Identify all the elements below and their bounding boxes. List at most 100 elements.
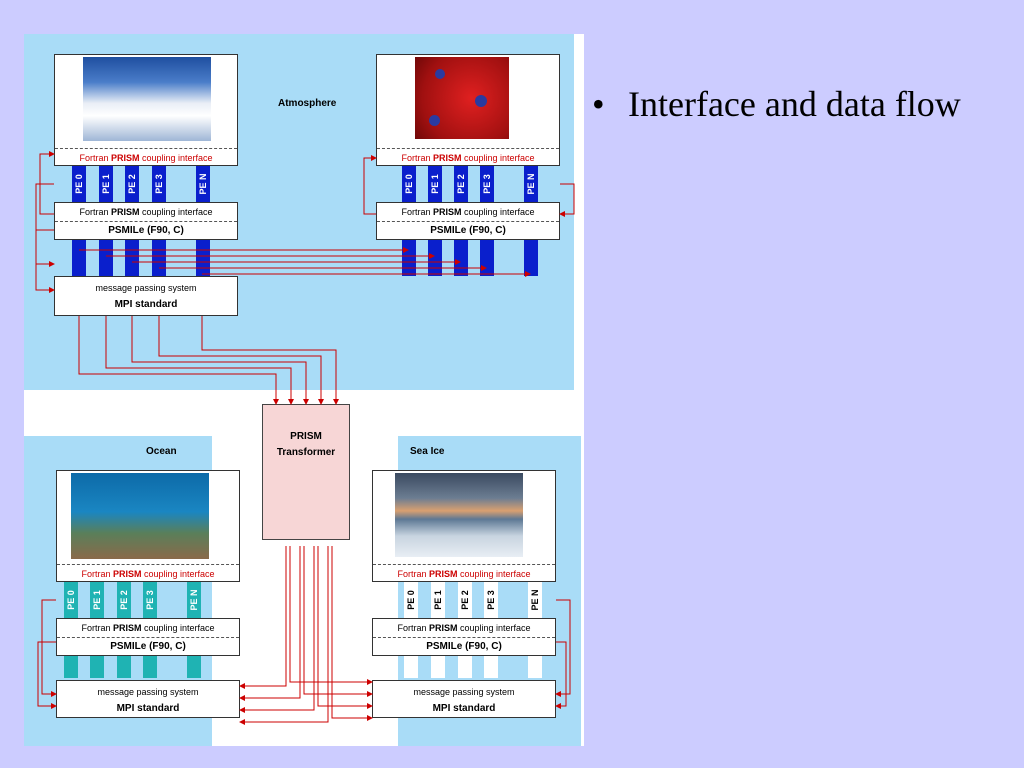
pe-column: PE 0	[404, 582, 418, 618]
atmosphere-model-left: Fortran PRISM coupling interface	[54, 54, 238, 166]
pe-column-lower	[528, 656, 542, 678]
sea-ice-image	[395, 473, 523, 557]
flow-arrow	[239, 546, 301, 701]
cloud-image	[83, 57, 211, 141]
ocean-model: Fortran PRISM coupling interface	[56, 470, 240, 582]
pe-column-lower	[454, 240, 468, 276]
coupling-interface: Fortran PRISM coupling interface	[397, 623, 531, 633]
atmosphere-title: Atmosphere	[278, 98, 337, 109]
pe-column-lower	[125, 240, 139, 276]
psmile-label: PSMILe (F90, C)	[377, 221, 559, 240]
coupling-interface: Fortran PRISM coupling interface	[81, 623, 215, 633]
mpi-line2: MPI standard	[116, 703, 180, 714]
flow-arrow	[289, 546, 373, 685]
flow-arrow	[559, 183, 575, 217]
pe-column: PE 3	[484, 582, 498, 618]
pe-column-lower	[524, 240, 538, 276]
pe-column: PE 2	[125, 166, 139, 202]
flow-arrow	[239, 546, 287, 689]
transformer-line1: PRISM	[290, 431, 322, 442]
bullet-text: Interface and data flow	[628, 84, 961, 124]
atmosphere-mpi: message passing system MPI standard	[54, 276, 238, 316]
flow-arrow	[35, 229, 55, 293]
psmile-label: PSMILe (F90, C)	[373, 637, 555, 656]
ocean-coupling: Fortran PRISM coupling interface PSMILe …	[56, 618, 240, 656]
pe-column-lower	[484, 656, 498, 678]
atmosphere-coupling-right: Fortran PRISM coupling interface PSMILe …	[376, 202, 560, 240]
mpi-line2: MPI standard	[114, 299, 178, 310]
pe-column: PE 1	[431, 582, 445, 618]
pe-column-lower	[428, 240, 442, 276]
flow-arrow	[158, 316, 324, 405]
atmosphere-model-right: Fortran PRISM coupling interface	[376, 54, 560, 166]
seaice-model: Fortran PRISM coupling interface	[372, 470, 556, 582]
flow-arrow	[39, 151, 55, 215]
pe-column-lower	[458, 656, 472, 678]
pe-column: PE 3	[152, 166, 166, 202]
atmosphere-coupling-left: Fortran PRISM coupling interface PSMILe …	[54, 202, 238, 240]
flow-arrow	[35, 183, 55, 267]
pe-column-lower	[404, 656, 418, 678]
pe-column: PE 2	[458, 582, 472, 618]
pe-column-lower	[143, 656, 157, 678]
pe-column: PE 1	[99, 166, 113, 202]
flow-arrow	[331, 546, 373, 721]
pe-column: PE N	[528, 582, 542, 618]
pe-column-lower	[99, 240, 113, 276]
mpi-line2: MPI standard	[432, 703, 496, 714]
pe-column: PE 0	[72, 166, 86, 202]
seaice-title: Sea Ice	[410, 446, 445, 457]
coupling-interface: Fortran PRISM coupling interface	[401, 207, 535, 217]
flow-arrow	[239, 546, 315, 713]
molecule-image	[415, 57, 509, 139]
flow-arrow	[303, 546, 373, 697]
pe-column: PE 1	[90, 582, 104, 618]
flow-arrow	[317, 546, 373, 709]
pe-column: PE 0	[402, 166, 416, 202]
ocean-title: Ocean	[146, 446, 177, 457]
mpi-line1: message passing system	[95, 283, 197, 293]
pe-column-lower	[196, 240, 210, 276]
coupling-interface-red: Fortran PRISM coupling interface	[55, 148, 237, 167]
pe-column: PE N	[524, 166, 538, 202]
flow-arrow	[78, 316, 279, 405]
pe-column-lower	[64, 656, 78, 678]
pe-column: PE 2	[117, 582, 131, 618]
flow-arrow	[239, 546, 329, 725]
bullet-dot: •	[592, 84, 605, 124]
pe-column: PE 3	[480, 166, 494, 202]
pe-column: PE N	[196, 166, 210, 202]
pe-column-lower	[90, 656, 104, 678]
data-flow-arrows	[35, 151, 575, 725]
flow-arrow	[41, 599, 57, 697]
pe-column-lower	[72, 240, 86, 276]
psmile-label: PSMILe (F90, C)	[55, 221, 237, 240]
pe-column: PE 3	[143, 582, 157, 618]
seaice-coupling: Fortran PRISM coupling interface PSMILe …	[372, 618, 556, 656]
pe-column-lower	[152, 240, 166, 276]
coupling-diagram: Atmosphere Ocean Sea Ice Fortran PRISM c…	[24, 34, 584, 746]
flow-arrow	[555, 599, 571, 697]
coupling-interface-red: Fortran PRISM coupling interface	[57, 564, 239, 583]
transformer-line2: Transformer	[276, 447, 336, 458]
ocean-mpi: message passing system MPI standard	[56, 680, 240, 718]
seaice-mpi: message passing system MPI standard	[372, 680, 556, 718]
pe-column-lower	[187, 656, 201, 678]
pe-column: PE N	[187, 582, 201, 618]
coupling-interface-red: Fortran PRISM coupling interface	[377, 148, 559, 167]
flow-arrow	[105, 316, 294, 405]
coral-reef-image	[71, 473, 209, 559]
pe-column: PE 1	[428, 166, 442, 202]
flow-arrow	[37, 641, 57, 709]
pe-column: PE 2	[454, 166, 468, 202]
flow-arrow	[555, 641, 567, 709]
pe-column-lower	[117, 656, 131, 678]
pe-column-lower	[431, 656, 445, 678]
flow-arrow	[363, 155, 377, 215]
coupling-interface: Fortran PRISM coupling interface	[79, 207, 213, 217]
coupling-interface-red: Fortran PRISM coupling interface	[373, 564, 555, 583]
prism-transformer: PRISM Transformer	[262, 404, 350, 540]
pe-column: PE 0	[64, 582, 78, 618]
mpi-line1: message passing system	[413, 687, 515, 697]
flow-arrow	[131, 316, 309, 405]
